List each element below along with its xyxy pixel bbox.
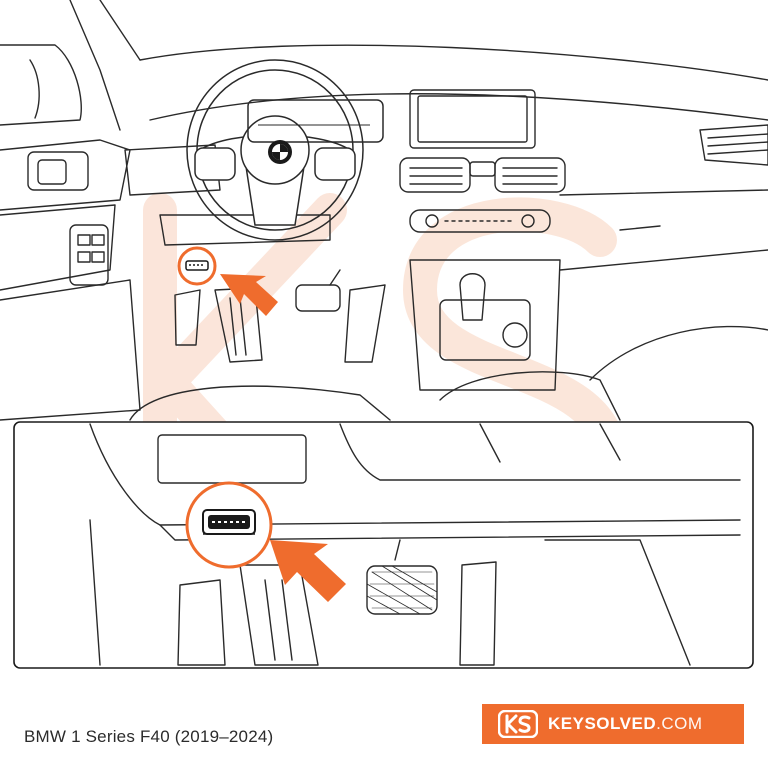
pointer-arrow-icon — [220, 274, 278, 316]
obd-port-icon — [202, 509, 256, 535]
brand-wordmark: KEYSOLVED.COM — [548, 714, 702, 734]
brand-badge: KEYSOLVED.COM — [482, 704, 744, 744]
brand-domain: .COM — [656, 714, 703, 733]
vehicle-caption: BMW 1 Series F40 (2019–2024) — [24, 727, 274, 746]
pointer-arrow-icon — [270, 540, 346, 602]
brand-name: KEYSOLVED — [548, 714, 657, 733]
detail-inset — [13, 421, 754, 669]
ks-logo-icon — [498, 710, 538, 738]
bmw-roundel-icon — [268, 140, 292, 164]
obd-port-icon — [185, 260, 209, 271]
dashboard-drawing — [0, 0, 768, 421]
obd-port-highlight-upper — [177, 246, 217, 286]
